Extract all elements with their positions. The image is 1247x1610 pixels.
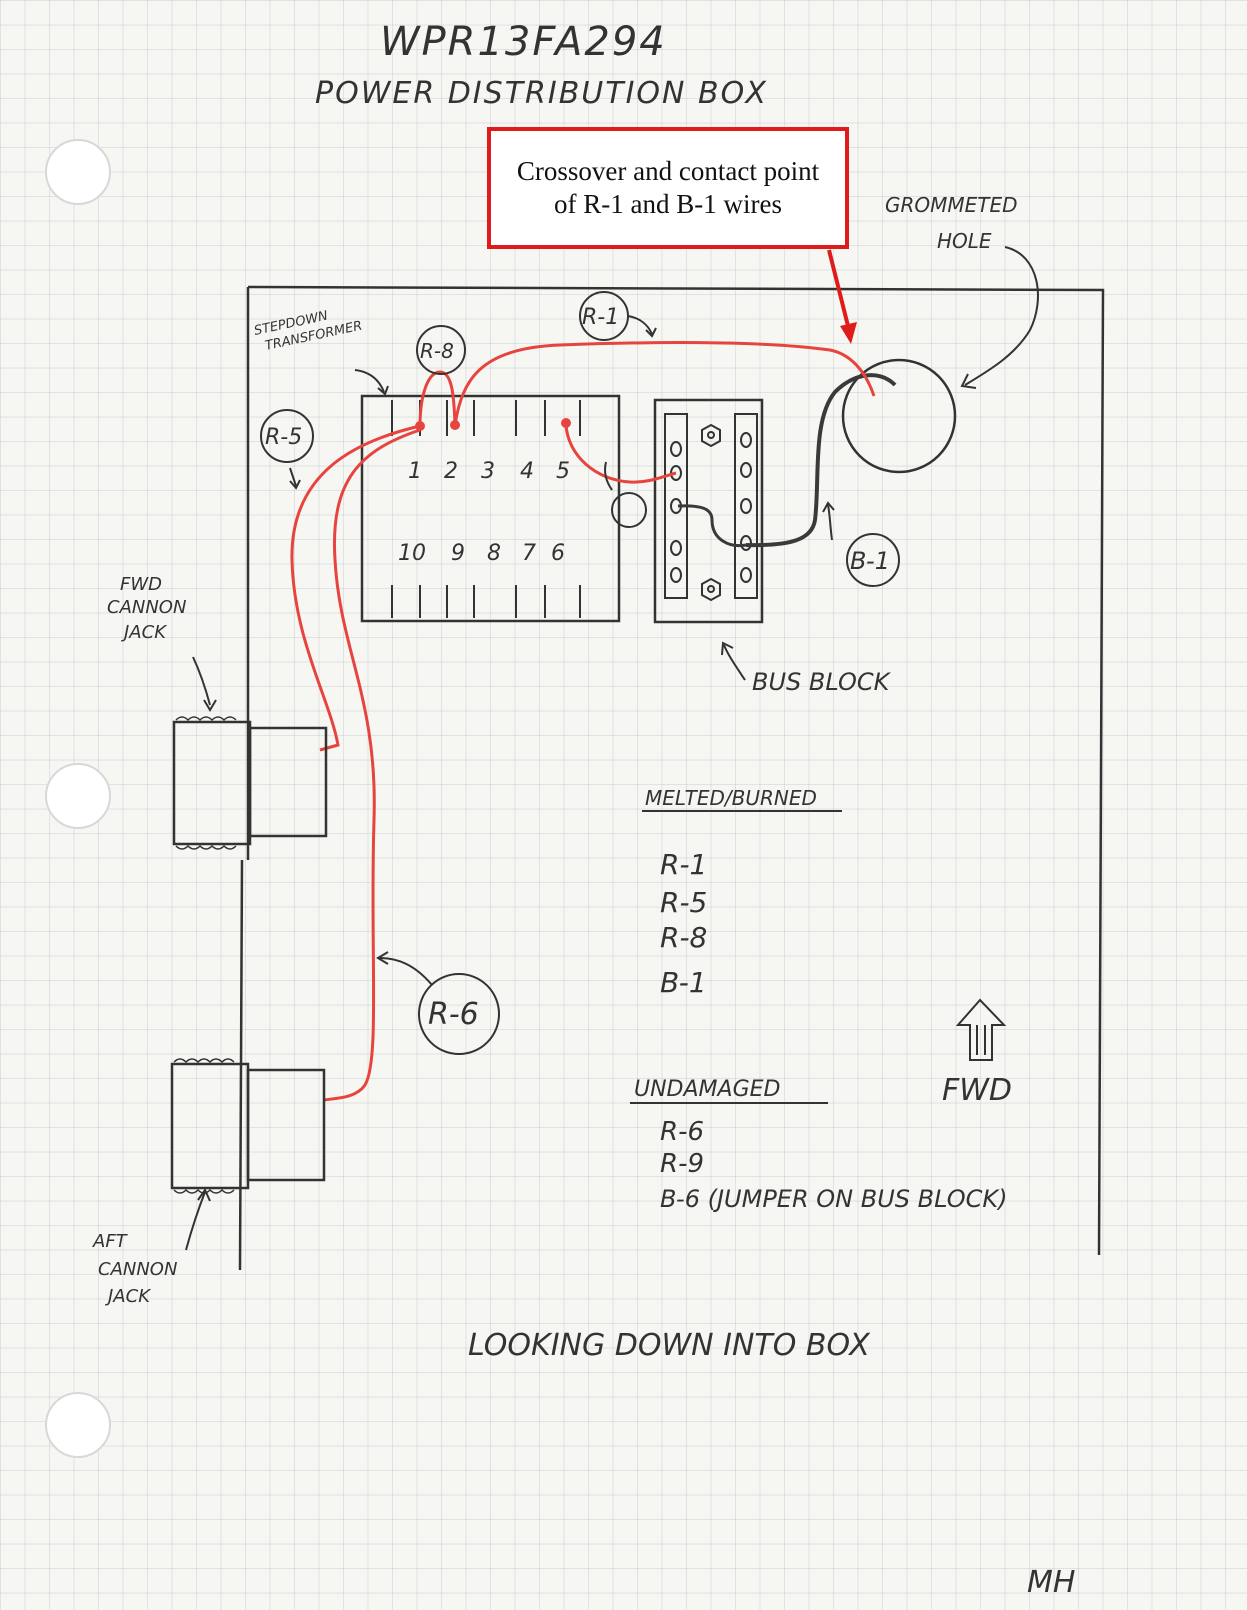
fwd-cannon-jack	[172, 716, 328, 850]
binder-hole-bottom	[45, 1392, 111, 1458]
bus-block-mounting-screws	[701, 423, 721, 602]
b6-jumper	[677, 504, 747, 548]
r1-wire	[453, 341, 876, 426]
undamaged-item-3: B-6 (JUMPER ON BUS BLOCK)	[660, 1185, 1007, 1213]
view-caption: LOOKING DOWN INTO BOX	[468, 1328, 871, 1363]
r8-tag: R-8	[420, 339, 454, 363]
r6-tag: R-6	[428, 997, 479, 1032]
b1-wire	[745, 373, 897, 548]
aft-cannon-jack-label-line1: AFT	[92, 1231, 129, 1252]
stepdown-transformer	[360, 394, 621, 623]
b1-tag-circle	[846, 533, 900, 587]
b1-tag: B-1	[850, 547, 890, 575]
r6-wire	[323, 428, 421, 1102]
terminal-label-4: 4	[520, 459, 534, 484]
melted-burned-item-2: R-5	[660, 886, 707, 919]
fwd-cannon-jack-label-line1: FWD	[120, 574, 162, 595]
r9-tag-circle	[611, 492, 647, 528]
terminal-label-9: 9	[451, 541, 465, 566]
r5-wire	[290, 424, 421, 752]
title-component: POWER DISTRIBUTION BOX	[315, 76, 768, 111]
r8-wire	[418, 370, 457, 427]
r6-tag-circle	[418, 973, 500, 1055]
undamaged-item-2: R-9	[660, 1149, 704, 1179]
wire-termination-dots	[415, 418, 571, 431]
bus-block-terminals	[670, 432, 752, 583]
terminal-label-5: 5	[556, 459, 570, 484]
grommeted-hole	[841, 358, 957, 474]
t5-bus-wire	[564, 424, 677, 484]
terminal-label-10: 10	[398, 541, 426, 566]
callout-text: Crossover and contact point of R-1 and B…	[516, 156, 820, 219]
fwd-cannon-jack-label-line2: CANNON	[107, 597, 186, 618]
r5-tag-circle	[260, 409, 314, 463]
terminal-label-3: 3	[481, 459, 495, 484]
grommeted-hole-label-line2: HOLE	[937, 229, 992, 253]
bus-block-label: BUS BLOCK	[752, 668, 892, 696]
r5-tag: R-5	[265, 425, 302, 450]
aft-cannon-jack	[170, 1058, 326, 1194]
melted-burned-item-3: R-8	[660, 921, 707, 954]
callout-pointer	[827, 249, 857, 344]
melted-burned-item-4: B-1	[660, 966, 707, 999]
aft-cannon-jack-label-line2: CANNON	[98, 1259, 177, 1280]
fwd-arrow-label: FWD	[942, 1073, 1012, 1108]
terminal-label-7: 7	[522, 541, 536, 566]
callout-box: Crossover and contact point of R-1 and B…	[487, 127, 849, 249]
terminal-label-2: 2	[444, 459, 458, 484]
grommeted-hole-label-line1: GROMMETED	[885, 193, 1018, 217]
leader-arrows	[185, 246, 1039, 1251]
undamaged-heading: UNDAMAGED	[634, 1077, 780, 1102]
terminal-label-8: 8	[487, 541, 501, 566]
r8-tag-circle	[416, 325, 466, 375]
r1-tag: R-1	[582, 305, 619, 330]
undamaged-item-1: R-6	[660, 1117, 704, 1147]
aft-cannon-jack-label-line3: JACK	[105, 1286, 151, 1307]
binder-hole-top	[45, 139, 111, 205]
initials: MH	[1027, 1565, 1075, 1600]
transformer-terminal-slots	[391, 400, 581, 618]
fwd-cannon-jack-label-line3: JACK	[121, 622, 167, 643]
bus-block-right-strip	[734, 413, 758, 599]
melted-burned-item-1: R-1	[660, 848, 707, 881]
bus-block	[653, 398, 764, 624]
terminal-label-1: 1	[408, 459, 422, 484]
terminal-label-6: 6	[551, 541, 565, 566]
fwd-direction-arrow	[955, 998, 1007, 1061]
melted-burned-heading: MELTED/BURNED	[645, 786, 817, 810]
title-case-number: WPR13FA294	[380, 19, 667, 65]
binder-hole-middle	[45, 763, 111, 829]
